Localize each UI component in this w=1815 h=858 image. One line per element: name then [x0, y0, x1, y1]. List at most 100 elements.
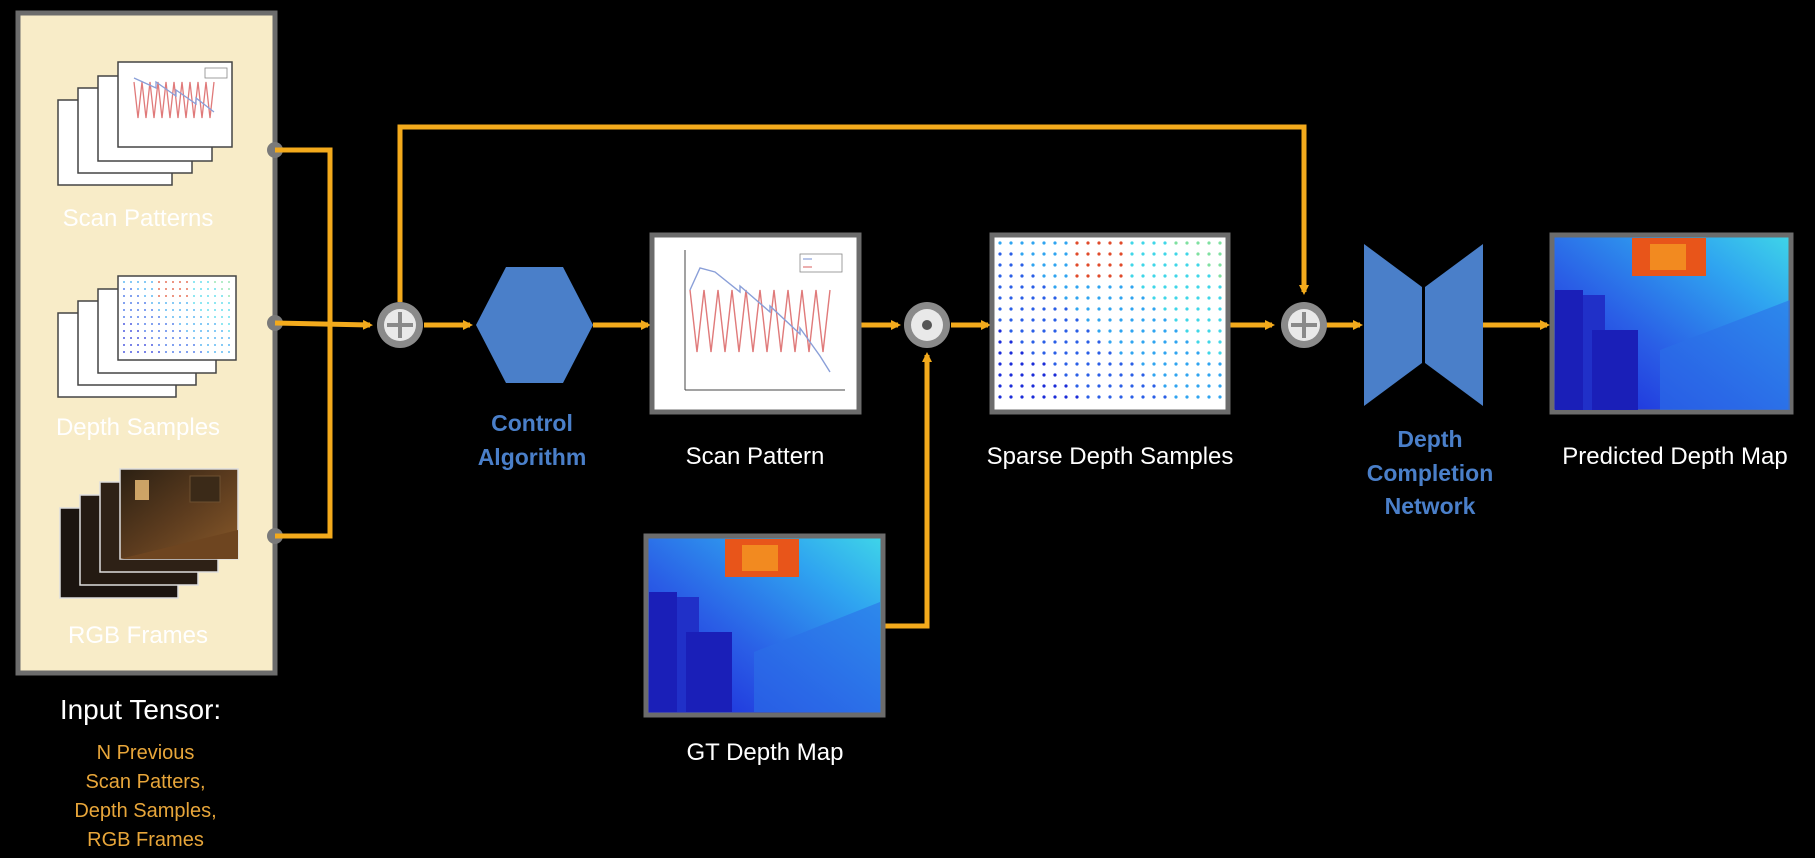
depth-sample-dot [214, 316, 216, 318]
depth-sample-dot [193, 323, 195, 325]
depth-sample-dot [1185, 241, 1189, 245]
depth-sample-dot [1042, 395, 1046, 399]
depth-sample-dot [1163, 263, 1167, 267]
depth-sample-dot [1075, 263, 1079, 267]
depth-sample-dot [1086, 362, 1090, 366]
depth-sample-dot [123, 323, 125, 325]
depth-sample-dot [172, 295, 174, 297]
depth-sample-dot [193, 309, 195, 311]
depth-sample-dot [179, 330, 181, 332]
depth-sample-dot [1097, 362, 1101, 366]
depth-sample-dot [200, 281, 202, 283]
depth-sample-dot [1141, 340, 1145, 344]
depth-sample-dot [1152, 285, 1156, 289]
depth-sample-dot [1031, 318, 1035, 322]
depth-sample-dot [1218, 296, 1222, 300]
depth-sample-dot [1020, 285, 1024, 289]
depth-sample-dot [1097, 340, 1101, 344]
depth-sample-dot [1196, 384, 1200, 388]
depth-sample-dot [1097, 373, 1101, 377]
depth-sample-dot [1075, 329, 1079, 333]
depth-sample-dot [1207, 384, 1211, 388]
depth-sample-dot [1174, 395, 1178, 399]
control-algorithm-label-1: Control [491, 410, 573, 436]
depth-sample-dot [165, 288, 167, 290]
depth-sample-dot [998, 274, 1002, 278]
depth-sample-dot [200, 288, 202, 290]
depth-samples-label: Depth Samples [55, 414, 221, 441]
depth-sample-dot [144, 288, 146, 290]
depth-sample-dot [130, 344, 132, 346]
depth-sample-dot [1064, 285, 1068, 289]
depth-sample-dot [214, 323, 216, 325]
depth-sample-dot [1086, 384, 1090, 388]
depth-sample-dot [158, 351, 160, 353]
depth-sample-dot [1119, 285, 1123, 289]
depth-sample-dot [1196, 329, 1200, 333]
depth-sample-dot [193, 351, 195, 353]
depth-sample-dot [1130, 241, 1134, 245]
depth-sample-dot [200, 316, 202, 318]
depth-sample-dot [1207, 351, 1211, 355]
depth-sample-dot [137, 309, 139, 311]
depth-sample-dot [1086, 395, 1090, 399]
depth-sample-dot [172, 309, 174, 311]
depth-sample-dot [1152, 252, 1156, 256]
depth-sample-dot [193, 288, 195, 290]
depth-sample-dot [1152, 395, 1156, 399]
depth-sample-dot [144, 330, 146, 332]
depth-sample-dot [998, 252, 1002, 256]
depth-completion-label-2: Completion [1366, 460, 1494, 486]
depth-sample-dot [1020, 351, 1024, 355]
depth-sample-dot [1141, 241, 1145, 245]
depth-sample-dot [1196, 395, 1200, 399]
depth-sample-dot [1108, 296, 1112, 300]
depth-sample-dot [207, 309, 209, 311]
depth-sample-dot [998, 373, 1002, 377]
depth-sample-dot [1086, 373, 1090, 377]
depth-sample-dot [1130, 252, 1134, 256]
depth-sample-dot [179, 323, 181, 325]
depth-sample-dot [186, 351, 188, 353]
depth-sample-dot [1185, 329, 1189, 333]
depth-sample-dot [1020, 373, 1024, 377]
depth-sample-dot [1053, 362, 1057, 366]
gt-depth-map [643, 533, 886, 718]
depth-sample-dot [1218, 274, 1222, 278]
depth-sample-dot [1119, 395, 1123, 399]
depth-sample-dot [1207, 241, 1211, 245]
depth-sample-dot [179, 309, 181, 311]
depth-sample-dot [151, 288, 153, 290]
depth-sample-dot [158, 295, 160, 297]
depth-sample-dot [1042, 241, 1046, 245]
depth-sample-dot [1207, 296, 1211, 300]
sparse-depth-samples-label: Sparse Depth Samples [986, 443, 1234, 470]
depth-sample-dot [1174, 362, 1178, 366]
depth-sample-dot [123, 309, 125, 311]
depth-sample-dot [1207, 395, 1211, 399]
depth-sample-dot [1097, 241, 1101, 245]
depth-sample-dot [1097, 274, 1101, 278]
depth-sample-dot [193, 344, 195, 346]
depth-sample-dot [1218, 340, 1222, 344]
depth-sample-dot [1031, 274, 1035, 278]
depth-sample-dot [172, 344, 174, 346]
depth-sample-dot [1152, 329, 1156, 333]
depth-sample-dot [1031, 285, 1035, 289]
depth-sample-dot [1108, 252, 1112, 256]
depth-sample-dot [1108, 395, 1112, 399]
depth-sample-dot [998, 329, 1002, 333]
depth-sample-dot [221, 288, 223, 290]
depth-sample-dot [1053, 351, 1057, 355]
depth-sample-dot [1020, 296, 1024, 300]
depth-sample-dot [221, 302, 223, 304]
depth-sample-dot [1042, 340, 1046, 344]
depth-sample-dot [137, 330, 139, 332]
depth-sample-dot [1163, 307, 1167, 311]
depth-sample-dot [123, 302, 125, 304]
depth-sample-dot [1031, 263, 1035, 267]
depth-sample-dot [1119, 263, 1123, 267]
depth-sample-dot [186, 288, 188, 290]
depth-sample-dot [1097, 351, 1101, 355]
depth-sample-dot [1086, 351, 1090, 355]
